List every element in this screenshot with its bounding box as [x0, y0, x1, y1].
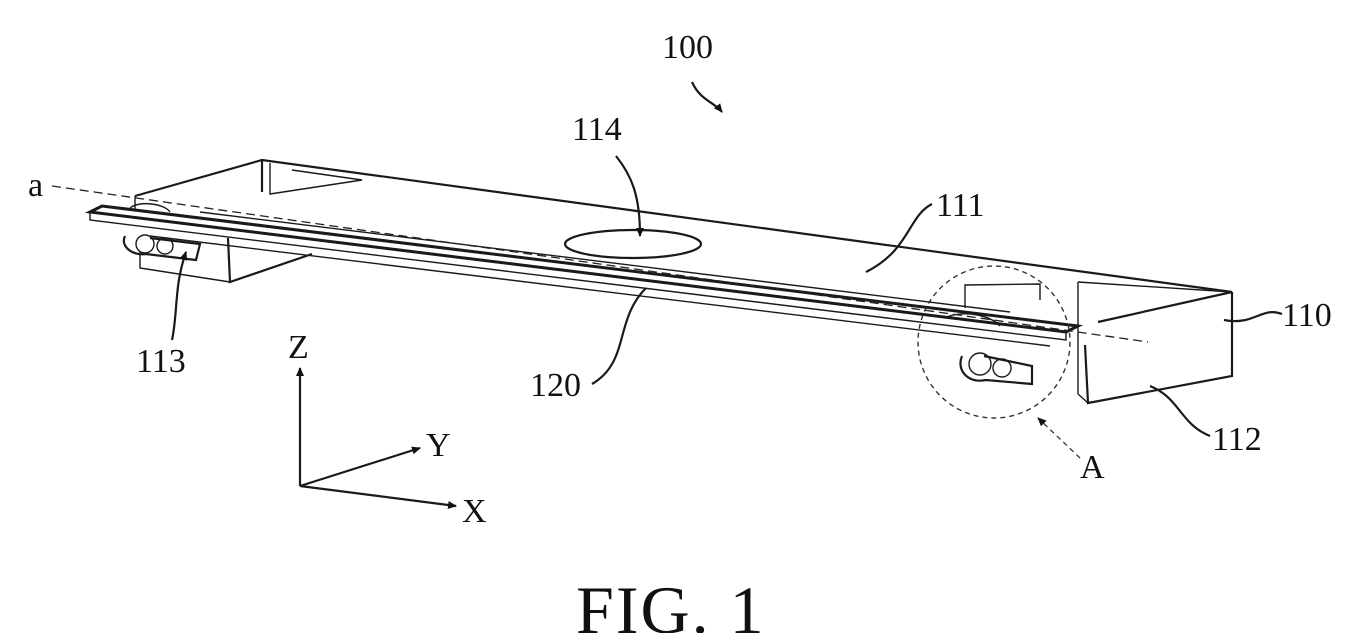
housing-body	[135, 160, 1232, 403]
label-detail: A	[1080, 449, 1105, 486]
leaders	[172, 82, 1282, 458]
hole-opening	[565, 230, 701, 258]
figure-title: FIG. 1	[576, 572, 766, 633]
detail-circle	[918, 266, 1070, 418]
axis-z-label: Z	[288, 329, 309, 366]
strip-plate	[90, 206, 1078, 346]
label-axis-a: a	[28, 167, 43, 204]
label-hole: 114	[572, 111, 622, 148]
label-housing: 110	[1282, 297, 1332, 334]
right-clip	[945, 314, 1032, 384]
label-left-part: 113	[136, 343, 186, 380]
axis-x-label: X	[462, 493, 487, 530]
axis-y-label: Y	[426, 427, 451, 464]
label-plate: 111	[936, 187, 984, 224]
label-strip: 120	[530, 367, 581, 404]
label-bottom: 112	[1212, 421, 1262, 458]
label-device: 100	[662, 29, 713, 66]
